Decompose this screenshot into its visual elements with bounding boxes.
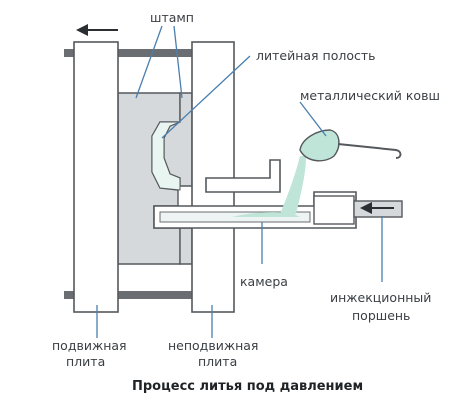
label-chamber: камера <box>240 274 288 289</box>
ladle-handle <box>337 143 402 159</box>
leader-ladle <box>299 101 327 137</box>
label-piston-line2: поршень <box>352 308 410 323</box>
lower-tie-bar <box>64 291 194 299</box>
label-moving-plate-line1: подвижная <box>52 338 127 353</box>
fixed-die-lower <box>179 227 193 265</box>
leader-stamp-1 <box>135 25 163 99</box>
fixed-plate <box>191 41 235 313</box>
label-moving-plate-line2: плита <box>66 354 105 369</box>
molten-metal-stream <box>280 156 306 214</box>
pour-funnel <box>205 159 281 193</box>
label-fixed-plate-line2: плита <box>198 354 237 369</box>
moving-plate <box>73 41 119 313</box>
metal-ladle <box>299 129 340 162</box>
casting-cavity <box>151 121 181 191</box>
upper-tie-bar <box>64 49 194 57</box>
leader-cavity <box>161 55 251 139</box>
diagram-caption: Процесс литья под давлением <box>132 379 363 394</box>
leader-stamp-2 <box>173 25 183 99</box>
label-metal-ladle: металлический ковш <box>300 88 440 103</box>
label-fixed-plate-line1: неподвижная <box>168 338 258 353</box>
label-piston-line1: инжекционный <box>330 290 431 305</box>
label-casting-cavity: литейная полость <box>256 48 376 63</box>
injection-piston-head <box>313 195 355 225</box>
label-stamp: штамп <box>150 10 194 25</box>
